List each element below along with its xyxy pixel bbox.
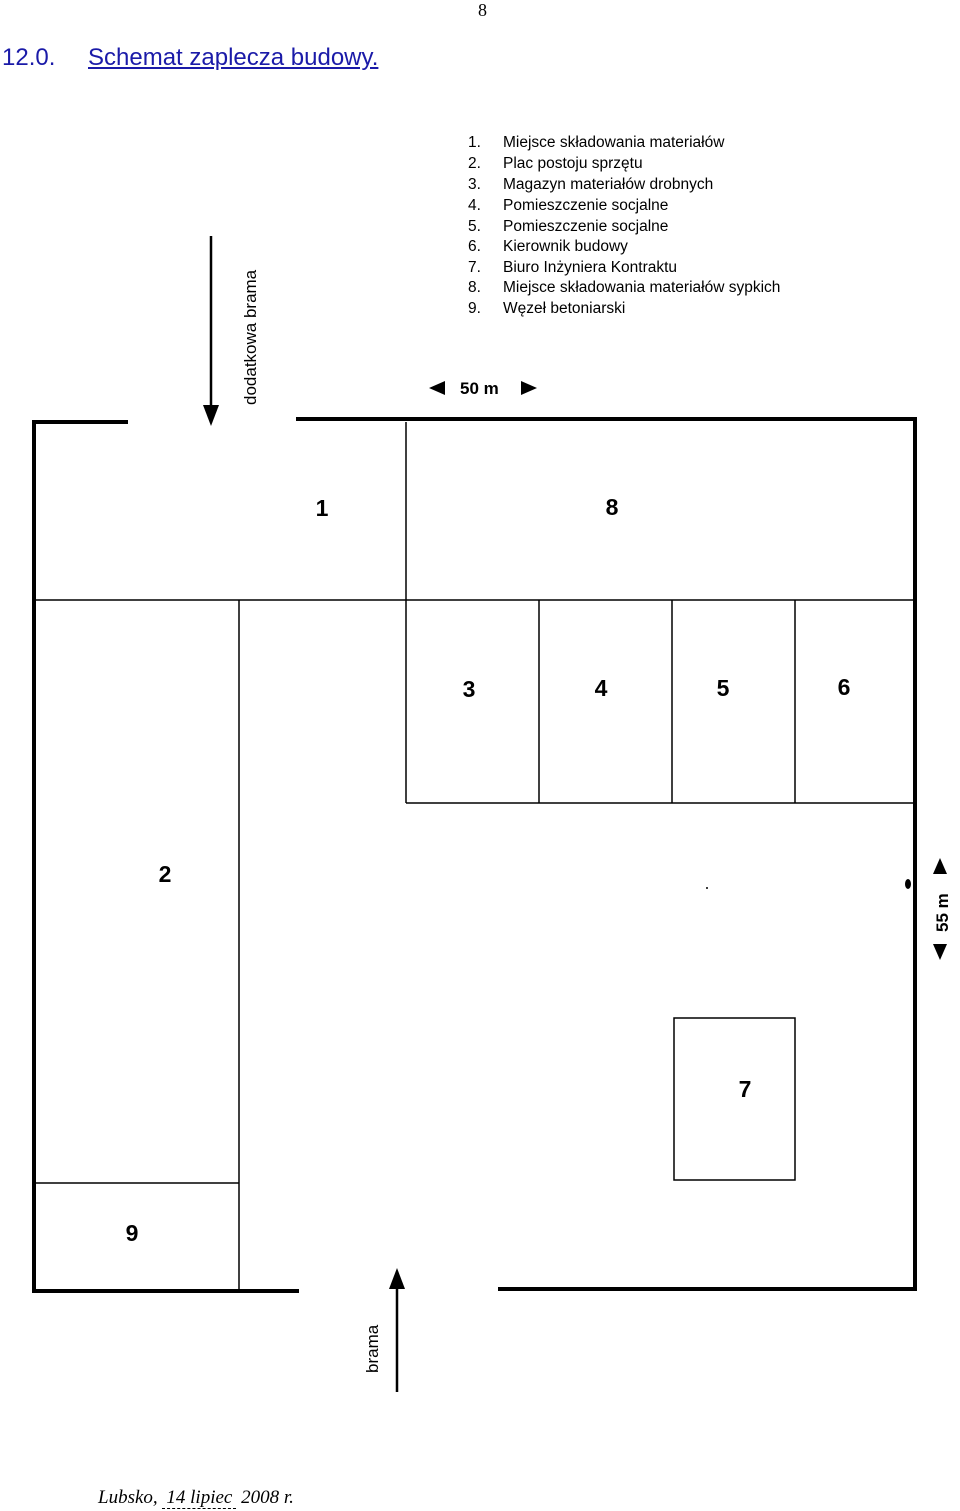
legend-item-3: 3. Magazyn materiałów drobnych bbox=[468, 176, 713, 193]
legend-num: 4. bbox=[468, 197, 481, 214]
section-number: 12.0. bbox=[2, 44, 56, 71]
site-boundary bbox=[32, 417, 917, 1293]
footer-place: Lubsko, bbox=[98, 1487, 158, 1508]
legend-num: 2. bbox=[468, 155, 481, 172]
legend-label: Plac postoju sprzętu bbox=[503, 155, 643, 172]
main-gate-arrow bbox=[389, 1268, 405, 1392]
legend-label: Pomieszczenie socjalne bbox=[503, 197, 668, 214]
arrow-up-icon bbox=[933, 858, 947, 874]
legend-label: Węzeł betoniarski bbox=[503, 300, 625, 317]
footer-year: 2008 r. bbox=[241, 1487, 294, 1508]
extra-gate-arrow bbox=[203, 236, 219, 426]
zone-2-label: 2 bbox=[159, 861, 172, 887]
zone-7-label: 7 bbox=[739, 1076, 752, 1102]
legend-item-4: 4. Pomieszczenie socjalne bbox=[468, 197, 668, 214]
legend-label: Biuro Inżyniera Kontraktu bbox=[503, 259, 677, 276]
legend-item-9: 9. Węzeł betoniarski bbox=[468, 300, 625, 317]
page-number: 8 bbox=[478, 0, 487, 20]
legend-item-1: 1. Miejsce składowania materiałów bbox=[468, 134, 725, 151]
legend-item-5: 5. Pomieszczenie socjalne bbox=[468, 218, 668, 235]
legend-label: Magazyn materiałów drobnych bbox=[503, 176, 713, 193]
arrow-right-icon bbox=[521, 381, 537, 395]
legend-num: 7. bbox=[468, 259, 481, 276]
legend-label: Pomieszczenie socjalne bbox=[503, 218, 668, 235]
zone-3-label: 3 bbox=[463, 676, 476, 702]
legend: 1. Miejsce składowania materiałów 2. Pla… bbox=[468, 134, 780, 317]
width-dimension: 50 m bbox=[429, 379, 537, 398]
legend-num: 9. bbox=[468, 300, 481, 317]
footer-date: 14 lipiec bbox=[162, 1487, 237, 1509]
zone-1-label: 1 bbox=[316, 495, 329, 521]
legend-num: 6. bbox=[468, 238, 481, 255]
arrow-down-icon bbox=[933, 944, 947, 960]
main-gate-label: brama bbox=[363, 1324, 382, 1373]
zone-9-label: 9 bbox=[126, 1220, 139, 1246]
legend-label: Miejsce składowania materiałów bbox=[503, 134, 725, 151]
zone-5-label: 5 bbox=[717, 675, 730, 701]
legend-num: 1. bbox=[468, 134, 481, 151]
legend-num: 8. bbox=[468, 279, 481, 296]
legend-label: Miejsce składowania materiałów sypkich bbox=[503, 279, 780, 296]
height-dimension: 55 m bbox=[933, 858, 952, 960]
footer-signature-line: Lubsko, 14 lipiec 2008 r. bbox=[98, 1487, 294, 1509]
legend-item-6: 6. Kierownik budowy bbox=[468, 238, 628, 255]
section-heading: 12.0. Schemat zaplecza budowy. bbox=[2, 44, 378, 72]
zone-6-label: 6 bbox=[838, 674, 851, 700]
legend-num: 5. bbox=[468, 218, 481, 235]
width-dimension-label: 50 m bbox=[460, 379, 499, 398]
section-title: Schemat zaplecza budowy. bbox=[88, 44, 379, 71]
extra-gate-label: dodatkowa brama bbox=[241, 269, 260, 405]
internal-partitions bbox=[34, 422, 915, 1290]
legend-item-2: 2. Plac postoju sprzętu bbox=[468, 155, 643, 172]
zone-8-label: 8 bbox=[606, 494, 619, 520]
legend-label: Kierownik budowy bbox=[503, 238, 628, 255]
height-dimension-label: 55 m bbox=[933, 893, 952, 932]
legend-item-8: 8. Miejsce składowania materiałów sypkic… bbox=[468, 279, 780, 296]
arrow-left-icon bbox=[429, 381, 445, 395]
plan-mark bbox=[706, 887, 708, 889]
legend-num: 3. bbox=[468, 176, 481, 193]
legend-item-7: 7. Biuro Inżyniera Kontraktu bbox=[468, 259, 677, 276]
plan-mark bbox=[905, 879, 911, 889]
zone-4-label: 4 bbox=[595, 675, 608, 701]
